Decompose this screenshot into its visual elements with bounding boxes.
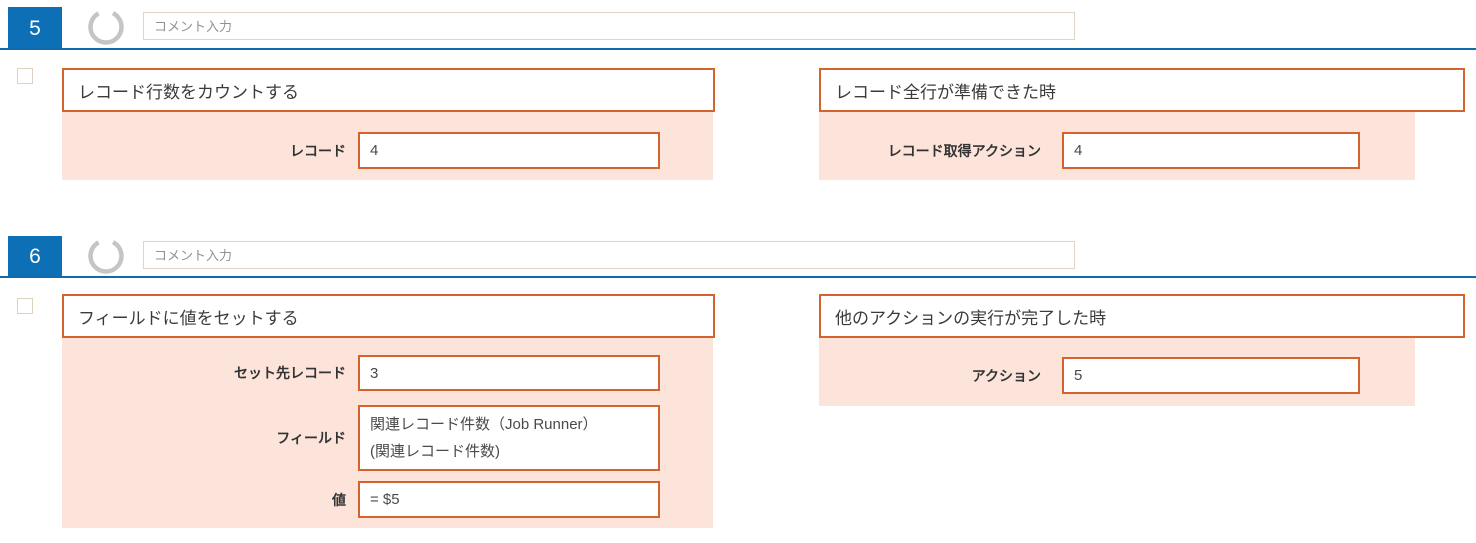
comment-input[interactable] [143, 12, 1075, 40]
field-label: 値 [332, 491, 346, 508]
field-value-line2: (関連レコード件数) [370, 443, 500, 460]
action-fields-panel: セット先レコード フィールド 関連レコード件数（Job Runner） (関連レ… [62, 338, 713, 528]
field-label: アクション [971, 367, 1041, 384]
field-value-input[interactable] [1062, 357, 1360, 394]
step-status-ring-icon [87, 237, 125, 275]
field-value-input[interactable] [358, 481, 660, 518]
action-fields-panel: レコード [62, 112, 713, 180]
field-value-input[interactable] [1062, 132, 1360, 169]
action-title-box: レコード行数をカウントする [62, 68, 715, 112]
field-label: レコード取得アクション [887, 142, 1041, 159]
trigger-title-box: レコード全行が準備できた時 [819, 68, 1465, 112]
field-value-input[interactable] [358, 132, 660, 169]
field-label: セット先レコード [234, 365, 346, 381]
step-select-checkbox[interactable] [17, 68, 33, 84]
field-value-line1: 関連レコード件数（Job Runner） [370, 416, 598, 433]
field-label: フィールド [276, 430, 346, 446]
field-value-multiline[interactable]: 関連レコード件数（Job Runner） (関連レコード件数) [358, 405, 660, 471]
comment-input[interactable] [143, 241, 1075, 269]
action-title-box: フィールドに値をセットする [62, 294, 715, 338]
field-label: レコード [290, 142, 346, 159]
step-select-checkbox[interactable] [17, 298, 33, 314]
step-status-ring-icon [87, 8, 125, 46]
trigger-title-box: 他のアクションの実行が完了した時 [819, 294, 1465, 338]
step-number-badge: 6 [8, 236, 62, 278]
step-header-divider [0, 48, 1476, 50]
field-value-input[interactable] [358, 355, 660, 391]
trigger-fields-panel: レコード取得アクション [819, 112, 1415, 180]
step-number-badge: 5 [8, 7, 62, 50]
trigger-fields-panel: アクション [819, 338, 1415, 406]
step-header-divider [0, 276, 1476, 278]
